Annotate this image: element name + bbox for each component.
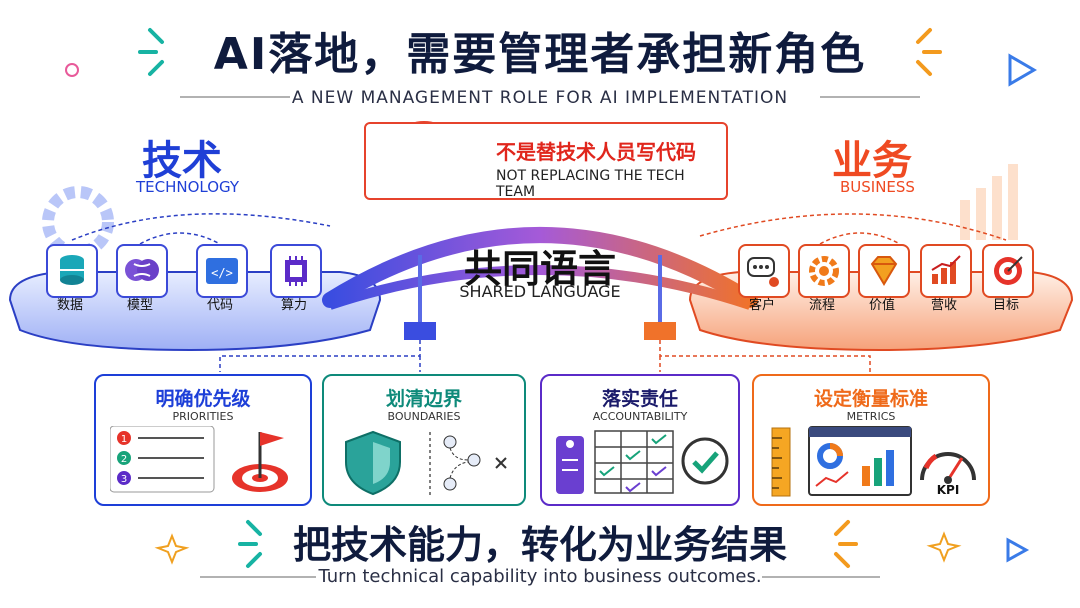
shared-language-cn: 共同语言 [463, 247, 616, 291]
growth-chart-icon [931, 255, 961, 284]
tile-process [798, 244, 850, 298]
dashboard-icon [808, 426, 912, 496]
check-circle-icon [681, 437, 729, 485]
tile-label-data: 数据 [56, 298, 83, 313]
database-icon [60, 255, 84, 285]
business-title: 业务 [832, 138, 912, 184]
role-box-accountability: 落实责任 ACCOUNTABILITY [540, 374, 740, 506]
tile-label-model: 模型 [126, 298, 153, 313]
biz-flow-arrows [699, 213, 1007, 245]
svg-text:</>: </> [211, 266, 233, 280]
footer-title: 把技术能力，转化为业务结果 [292, 523, 787, 567]
tile-customer [738, 244, 790, 298]
role-subtitle-boundaries: BOUNDARIES [387, 410, 461, 423]
tag-icon [556, 436, 584, 494]
tile-data [46, 244, 98, 298]
flag-target-icon [232, 432, 288, 492]
role-subtitle-accountability: ACCOUNTABILITY [592, 410, 688, 423]
tile-revenue [920, 244, 972, 298]
bridge-pier-right [644, 322, 676, 340]
shared-language-en: SHARED LANGUAGE [459, 282, 621, 301]
diamond-icon [870, 256, 898, 286]
ruler-icon [771, 427, 791, 497]
page-subtitle: A NEW MANAGEMENT ROLE FOR AI IMPLEMENTAT… [291, 88, 789, 108]
star-sparkle-icon-right [926, 531, 962, 563]
bridge-deck [328, 265, 752, 310]
priority-list-icon: 1 2 3 [110, 426, 215, 493]
tile-label-customer: 客户 [748, 298, 775, 313]
role-title-accountability: 落实责任 [601, 388, 678, 410]
chip-icon [285, 256, 307, 286]
page-title: AI落地，需要管理者承担新角色 [213, 29, 867, 80]
technology-title: 技术 [142, 138, 222, 184]
not-replacing-en: NOT REPLACING THE TECH TEAM [496, 168, 685, 200]
bridge-pier-left [404, 322, 436, 340]
role-subtitle-priorities: PRIORITIES [172, 410, 234, 423]
role-title-boundaries: 划清边界 [385, 388, 462, 410]
kpi-label: KPI [937, 483, 960, 494]
business-subtitle: BUSINESS [840, 178, 915, 196]
tile-label-value: 价值 [868, 298, 895, 313]
priority-number-2: 2 [121, 454, 127, 465]
chat-icon [747, 257, 779, 287]
technology-subtitle: TECHNOLOGY [136, 178, 240, 196]
priority-number-1: 1 [121, 434, 127, 445]
shield-icon [345, 430, 401, 496]
kpi-gauge-icon: KPI [920, 452, 976, 494]
tile-compute [270, 244, 322, 298]
deco-circle [65, 63, 79, 77]
not-replacing-callout: 不是替技术人员写代码 NOT REPLACING THE TECH TEAM [364, 122, 728, 200]
not-replacing-cn: 不是替技术人员写代码 [496, 140, 696, 164]
tile-goal [982, 244, 1034, 298]
role-title-metrics: 设定衡量标准 [813, 388, 928, 410]
code-icon: </> [206, 258, 238, 284]
tech-flow-arrows [71, 213, 331, 245]
bridge-pillars [418, 255, 662, 326]
footer-sparkle-left [238, 520, 262, 568]
tile-code: </> [196, 244, 248, 298]
title-sparkle-left [138, 28, 164, 76]
pier-connectors [219, 340, 421, 372]
role-box-boundaries: 划清边界 BOUNDARIES [322, 374, 526, 506]
brain-icon [125, 259, 159, 281]
role-subtitle-metrics: METRICS [846, 410, 896, 423]
tile-value [858, 244, 910, 298]
title-sparkle-right [916, 28, 942, 76]
play-triangle-icon [1008, 53, 1037, 87]
footer-subtitle: Turn technical capability into business … [318, 566, 762, 587]
checklist-grid-icon [594, 430, 674, 494]
star-sparkle-icon [154, 533, 190, 565]
tile-label-code: 代码 [206, 298, 233, 313]
gear-background-icon [42, 186, 114, 258]
footer-sparkle-right [834, 520, 858, 568]
role-box-priorities: 明确优先级 PRIORITIES 1 2 3 [94, 374, 312, 506]
boundary-nodes-icon [429, 432, 507, 496]
tile-label-goal: 目标 [992, 298, 1019, 313]
gear-icon [809, 256, 839, 286]
target-icon [994, 256, 1023, 285]
priority-number-3: 3 [121, 474, 127, 485]
play-triangle-icon-bottom [1006, 537, 1030, 563]
role-box-metrics: 设定衡量标准 METRICS KPI [752, 374, 990, 506]
bar-chart-background-icon [960, 164, 1018, 240]
tile-label-process: 流程 [808, 298, 835, 313]
tile-label-revenue: 营收 [930, 298, 957, 313]
pier-connectors-right [659, 340, 871, 372]
tile-label-compute: 算力 [280, 298, 307, 313]
tile-model [116, 244, 168, 298]
role-title-priorities: 明确优先级 [155, 388, 251, 410]
bridge-arch [322, 227, 758, 308]
